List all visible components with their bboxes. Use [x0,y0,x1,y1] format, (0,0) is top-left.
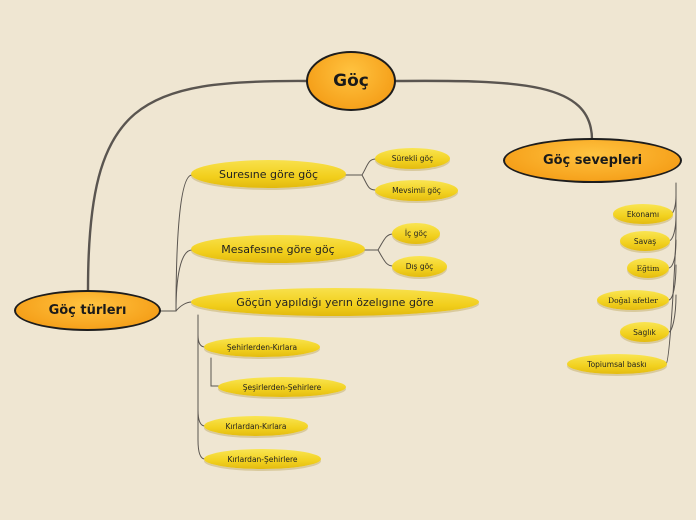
leaf-kirlardan-sehirlere[interactable]: Kırlardan-Şehirlere [204,449,321,469]
subtopic-yer-ozellik[interactable]: Göçün yapıldığı yerın özelıgıne göre [191,288,479,316]
leaf-sehirlerden-kirlara[interactable]: Şehirlerden-Kırlara [204,337,320,357]
subtopic-sure[interactable]: Suresıne göre göç [191,160,346,188]
leaf-dis-goc[interactable]: Dış göç [392,256,447,277]
item-toplumsal-baski[interactable]: Topiumsal baskı [567,354,667,374]
item-saglik[interactable]: Saglık [620,322,669,342]
item-egtim[interactable]: Eğtim [627,258,669,278]
leaf-kirlardan-kirlara[interactable]: Kırlardan-Kırlara [204,416,308,436]
leaf-surekli-goc[interactable]: Sürekli göç [375,148,450,169]
branch-goc-sevepleri[interactable]: Göç sevepleri [503,138,682,183]
subtopic-mesafe[interactable]: Mesafesıne göre göç [191,235,365,263]
item-savas[interactable]: Savaş [620,231,670,251]
leaf-mevsimli-goc[interactable]: Mevsimli göç [375,180,458,201]
item-ekonami[interactable]: Ekonamı [613,204,673,224]
root-topic-goc[interactable]: Göç [306,51,396,111]
leaf-ic-goc[interactable]: İç göç [392,223,440,244]
leaf-sesirlerden-sehirlere[interactable]: Şeşirlerden-Şehirlere [218,377,346,397]
item-dogal-afetler[interactable]: Doğal afetler [597,290,669,310]
branch-goc-turleri[interactable]: Göç türlerı [14,290,161,331]
